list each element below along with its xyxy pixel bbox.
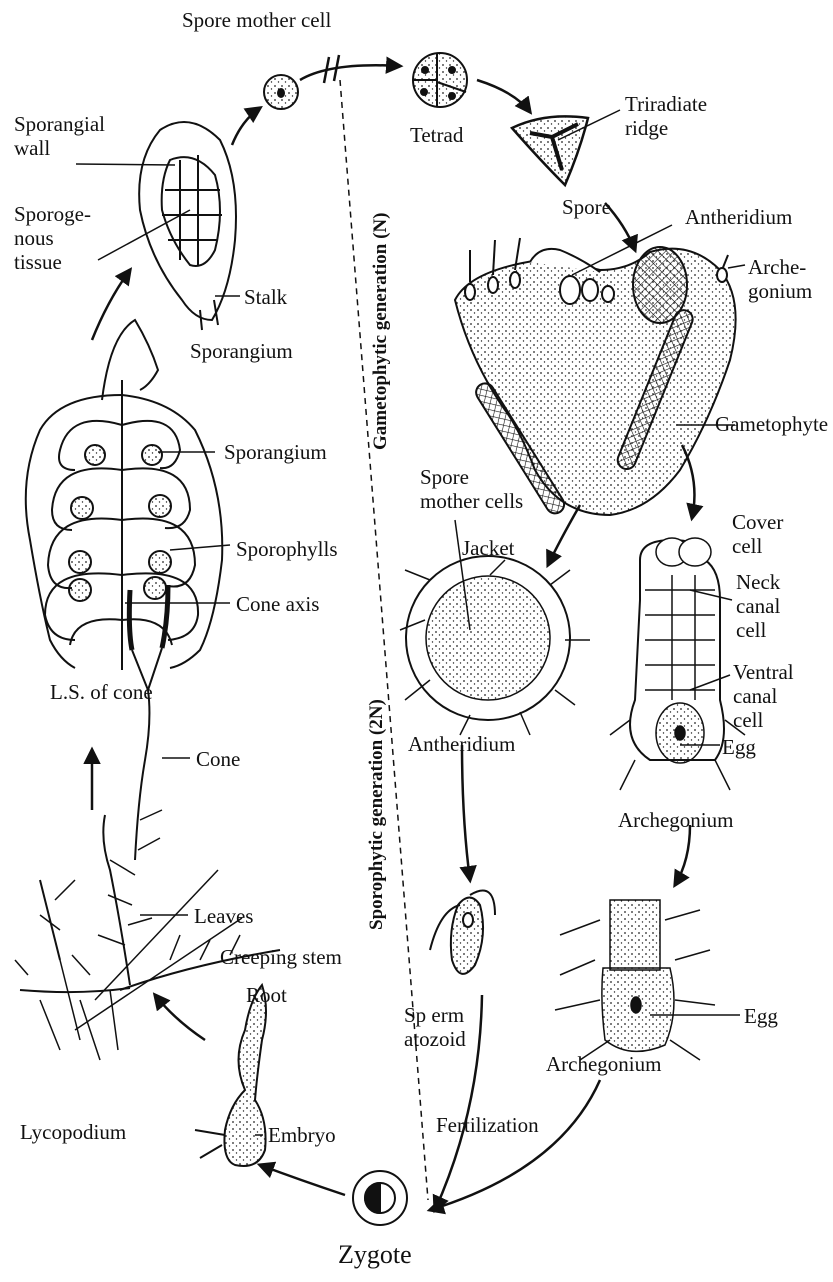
arrow-zygote-to-embryo: [260, 1165, 345, 1195]
label-sporophylls: Sporophylls: [236, 537, 338, 561]
root-pointer: [75, 918, 242, 1030]
label-fertilization: Fertilization: [436, 1113, 539, 1137]
spermatozoid-drawing: [430, 891, 495, 974]
sporophylls-pointer: [170, 545, 230, 550]
cone-section-drawing: [26, 320, 223, 670]
label-ls-of-cone: L.S. of cone: [50, 680, 153, 704]
label-gametophytic-generation: Gametophytic generation (N): [370, 213, 392, 450]
label-stalk: Stalk: [244, 285, 287, 309]
label-cover-cell: Cover cell: [732, 510, 783, 558]
label-gametophyte: Gametophyte: [715, 412, 828, 436]
label-cone: Cone: [196, 747, 240, 771]
label-lycopodium: Lycopodium: [20, 1120, 126, 1144]
spore-mother-cell-drawing: [264, 75, 298, 109]
meiosis-break-marks: [300, 55, 400, 83]
label-sporogenous-tissue-line-3: tissue: [14, 250, 91, 274]
label-antheridium-section: Antheridium: [408, 732, 515, 756]
label-cover-cell-line-1: Cover: [732, 510, 783, 534]
label-sporogenous-tissue-line-1: Sporoge-: [14, 202, 91, 226]
label-ventral-canal-cell-line-2: canal: [733, 684, 794, 708]
label-archegonium-section: Archegonium: [618, 808, 733, 832]
label-sporangial-wall-line-2: wall: [14, 136, 105, 160]
embryo-drawing: [195, 985, 266, 1166]
label-cover-cell-line-2: cell: [732, 534, 783, 558]
label-sporogenous-tissue-line-2: nous: [14, 226, 91, 250]
label-ventral-canal-cell: Ventral canal cell: [733, 660, 794, 732]
label-archegonium-fertilization: Archegonium: [546, 1052, 661, 1076]
label-antheridium-gametophyte: Antheridium: [685, 205, 792, 229]
label-archegonium-gametophyte-line-2: gonium: [748, 279, 812, 303]
label-jacket: Jacket: [462, 536, 514, 560]
archegonium-fertilization-drawing: [555, 900, 715, 1060]
label-spore-mother-cells-line-2: mother cells: [420, 489, 523, 513]
label-tetrad: Tetrad: [410, 123, 463, 147]
label-archegonium-gametophyte: Arche- gonium: [748, 255, 812, 303]
label-root: Root: [246, 983, 287, 1007]
antheridium-section-drawing: [400, 556, 590, 735]
label-embryo: Embryo: [268, 1123, 336, 1147]
label-leaves: Leaves: [194, 904, 253, 928]
label-triradiate-ridge-line-1: Triradiate: [625, 92, 707, 116]
label-sporangial-wall-line-1: Sporangial: [14, 112, 105, 136]
arrow-antheridium-to-spermatozoid: [462, 745, 470, 880]
label-spore-mother-cells-line-1: Spore: [420, 465, 523, 489]
label-spermatozoid: Sp erm atozoid: [404, 1003, 466, 1051]
label-zygote: Zygote: [338, 1240, 412, 1270]
label-triradiate-ridge: Triradiate ridge: [625, 92, 707, 140]
label-spore: Spore: [562, 195, 611, 219]
label-spore-mother-cells: Spore mother cells: [420, 465, 523, 513]
label-spermatozoid-line-2: atozoid: [404, 1027, 466, 1051]
label-triradiate-ridge-line-2: ridge: [625, 116, 707, 140]
label-egg-upper: Egg: [722, 735, 756, 759]
label-spore-mother-cell: Spore mother cell: [182, 8, 331, 32]
lycopodium-plant-drawing: [15, 585, 280, 1060]
label-sporangium-cone: Sporangium: [224, 440, 327, 464]
label-spermatozoid-line-1: Sp erm: [404, 1003, 466, 1027]
arrow-archegonium-section-down: [675, 825, 690, 885]
spore-drawing: [512, 116, 588, 185]
label-archegonium-gametophyte-line-1: Arche-: [748, 255, 812, 279]
sporangium-drawing: [139, 122, 236, 330]
label-neck-canal-cell-line-1: Neck: [736, 570, 780, 594]
label-sporangium-upper: Sporangium: [190, 339, 293, 363]
arrow-sporangium-to-spore-mother-cell: [232, 108, 260, 145]
sporangial-wall-pointer: [76, 164, 175, 165]
label-neck-canal-cell: Neck canal cell: [736, 570, 780, 642]
arrow-archegonium-to-zygote: [430, 1080, 600, 1210]
label-ventral-canal-cell-line-1: Ventral: [733, 660, 794, 684]
label-neck-canal-cell-line-3: cell: [736, 618, 780, 642]
arrow-tetrad-to-spore: [477, 80, 530, 112]
zygote-drawing: [353, 1171, 407, 1225]
label-neck-canal-cell-line-2: canal: [736, 594, 780, 618]
label-egg-lower: Egg: [744, 1004, 778, 1028]
tetrad-drawing: [413, 53, 467, 107]
archegonium-gametophyte-pointer: [728, 265, 745, 268]
label-creeping-stem: Creeping stem: [220, 945, 342, 969]
label-ventral-canal-cell-line-3: cell: [733, 708, 794, 732]
label-cone-axis: Cone axis: [236, 592, 319, 616]
label-sporangial-wall: Sporangial wall: [14, 112, 105, 160]
arrow-embryo-to-lycopodium: [155, 995, 205, 1040]
label-sporophytic-generation: Sporophytic generation (2N): [366, 699, 388, 930]
label-sporogenous-tissue: Sporoge- nous tissue: [14, 202, 91, 274]
